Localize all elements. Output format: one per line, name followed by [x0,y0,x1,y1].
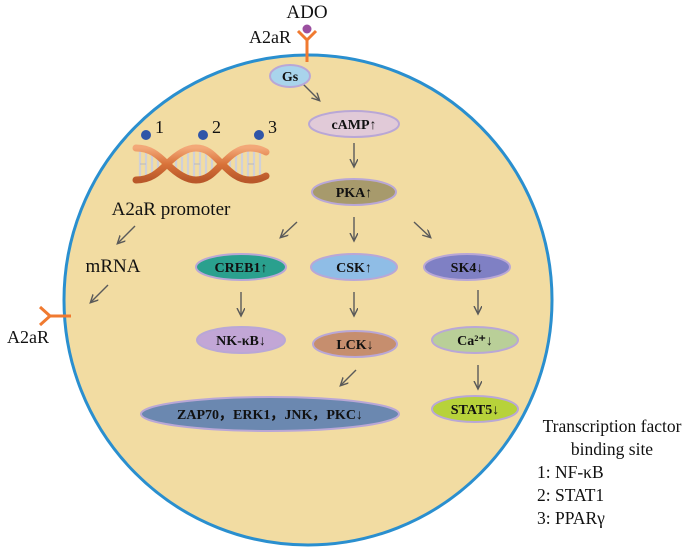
node-stat5-shape [431,395,519,423]
node-sk4-shape [423,253,511,281]
binding-site-2-number: 2 [212,117,221,137]
node-zap70-label: ZAP70，ERK1，JNK，PKC↓ [177,408,363,423]
arrows [91,83,478,388]
node-csk: CSK↑ [310,253,398,281]
legend-title-line1: Transcription factor [542,416,682,436]
node-camp-label: cAMP↑ [331,118,376,133]
node-lck: LCK↓ [312,330,398,358]
node-ca-shape [431,326,519,354]
arrow-pka-to-sk4 [413,221,430,237]
node-csk-shape [310,253,398,281]
node-creb1-label: CREB1↑ [215,261,268,276]
binding-site-1-number: 1 [155,117,164,137]
node-creb1-shape [195,253,287,281]
node-gs-shape [269,64,311,88]
legend-item-2: 2: STAT1 [537,485,605,505]
ado-label: ADO [286,2,327,23]
node-csk-label: CSK↑ [336,261,372,276]
binding-site-legend: Transcription factor binding site 1: NF-… [527,415,697,530]
node-pka-shape [311,178,397,206]
node-camp-shape [308,110,400,138]
dna-helix-icon [132,144,270,184]
node-zap70: ZAP70，ERK1，JNK，PKC↓ [140,396,400,432]
node-gs: Gs [269,64,311,88]
node-pka: PKA↑ [311,178,397,206]
mrna-label: mRNA [86,256,141,277]
node-pka-label: PKA↑ [336,186,373,201]
node-nfkb-shape [196,326,286,354]
node-creb1: CREB1↑ [195,253,287,281]
adenosine-ligand-icon [302,24,312,34]
node-nfkb: NK-κB↓ [196,326,286,354]
promoter-label: A2aR promoter [112,199,231,220]
legend-item-3: 3: PPARγ [537,508,605,528]
arrow-promoter-to-mrna [118,225,136,243]
node-camp: cAMP↑ [308,110,400,138]
arrow-pka-to-creb1 [281,221,298,237]
cell-body [62,53,554,547]
arrow-lck-to-zap70 [341,369,357,385]
node-gs-label: Gs [282,70,299,85]
receptor-left-label: A2aR [7,327,49,347]
node-ca-label: Ca²⁺↓ [457,334,493,349]
receptor-top-label: A2aR [249,27,291,47]
legend-title-line2: binding site [570,439,654,459]
node-lck-shape [312,330,398,358]
legend-item-1: 1: NF-κB [537,462,604,482]
binding-site-2-dot [198,130,208,140]
node-ca: Ca²⁺↓ [431,326,519,354]
arrow-mrna-to-receptor [91,284,109,302]
node-zap70-shape [140,396,400,432]
node-lck-label: LCK↓ [336,338,373,353]
receptor-top [296,29,318,62]
binding-site-3-number: 3 [268,117,277,137]
node-stat5-label: STAT5↓ [451,403,500,418]
binding-site-3-dot [254,130,264,140]
binding-site-1-dot [141,130,151,140]
arrow-gs-to-camp [302,83,319,100]
node-nfkb-label: NK-κB↓ [216,334,266,349]
receptor-left [38,305,71,327]
node-stat5: STAT5↓ [431,395,519,423]
node-sk4-label: SK4↓ [451,261,484,276]
node-sk4: SK4↓ [423,253,511,281]
